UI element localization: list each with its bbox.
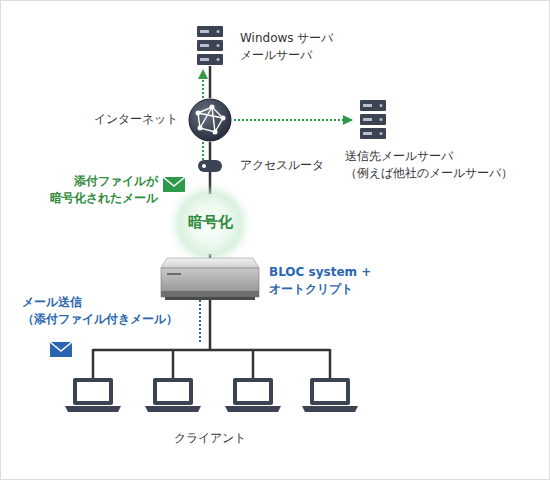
connector bbox=[209, 254, 212, 258]
text-label: アクセスルータ bbox=[240, 157, 340, 174]
server-icon bbox=[360, 100, 386, 140]
send-path bbox=[199, 300, 201, 344]
globe-part bbox=[198, 107, 223, 132]
laptop-icon bbox=[145, 378, 201, 412]
router-icon bbox=[198, 160, 222, 172]
server-node: 送信先メールサーバ （例えば他社のメールサーバ） bbox=[360, 100, 386, 140]
envelope-flap bbox=[163, 177, 185, 186]
server-part bbox=[197, 54, 223, 65]
laptop-screen bbox=[233, 378, 273, 405]
device-part bbox=[161, 291, 259, 297]
server-part bbox=[363, 104, 372, 107]
server-part bbox=[360, 114, 386, 125]
laptop-display bbox=[77, 382, 109, 401]
server-icon bbox=[197, 26, 223, 66]
laptop-icon bbox=[65, 378, 121, 412]
server-part bbox=[380, 132, 383, 135]
server-part bbox=[197, 26, 223, 37]
lan-bus bbox=[93, 349, 330, 352]
text-label: BLOC system + オートクリプト bbox=[269, 264, 379, 298]
server-part bbox=[217, 58, 220, 61]
globe-node: インターネット bbox=[188, 98, 232, 142]
device-icon bbox=[161, 258, 259, 300]
laptop-icon bbox=[225, 378, 281, 412]
connector bbox=[234, 119, 352, 121]
lan-wire bbox=[92, 349, 95, 378]
connector bbox=[209, 172, 212, 194]
server-part bbox=[380, 104, 383, 107]
server-part bbox=[363, 132, 372, 135]
lan-wire bbox=[252, 349, 255, 378]
laptop-icon bbox=[302, 378, 358, 412]
text-label: 暗号化 bbox=[180, 214, 240, 231]
server-part bbox=[200, 30, 209, 33]
laptop-base bbox=[145, 406, 201, 412]
server-part bbox=[200, 44, 209, 47]
lan-wire bbox=[172, 349, 175, 378]
text-label: 添付ファイルが 暗号化されたメール bbox=[40, 173, 158, 207]
globe-part bbox=[213, 130, 218, 135]
laptop-display bbox=[157, 382, 189, 401]
router-part bbox=[198, 160, 222, 172]
lan-wire bbox=[209, 300, 212, 350]
globe-part bbox=[198, 126, 203, 131]
laptop-screen bbox=[310, 378, 350, 405]
globe-part bbox=[189, 99, 231, 141]
server-node: Windows サーバ メールサーバ bbox=[197, 26, 223, 66]
device-node: BLOC system + オートクリプト bbox=[161, 258, 259, 300]
server-part bbox=[360, 100, 386, 111]
connector bbox=[202, 142, 204, 160]
envelope-body bbox=[50, 342, 72, 357]
encryption-circle: 暗号化 bbox=[180, 194, 240, 254]
envelope-flap bbox=[50, 342, 72, 351]
mail-envelope bbox=[50, 342, 72, 357]
text-label: メール送信 （添付ファイル付きメール） bbox=[22, 294, 197, 328]
device-part bbox=[165, 297, 255, 300]
server-part bbox=[360, 128, 386, 139]
globe-part bbox=[196, 111, 201, 116]
device-part bbox=[161, 268, 259, 297]
text-label: 送信先メールサーバ （例えば他社のメールサーバ） bbox=[345, 148, 530, 182]
laptop-screen bbox=[73, 378, 113, 405]
connector bbox=[209, 142, 212, 160]
laptop-base bbox=[302, 406, 358, 412]
device-part bbox=[167, 273, 181, 275]
server-part bbox=[217, 44, 220, 47]
encrypted-mail-envelope bbox=[163, 177, 185, 192]
laptop-display bbox=[314, 382, 346, 401]
lan-wire bbox=[329, 349, 332, 378]
laptop-screen bbox=[153, 378, 193, 405]
laptop-base bbox=[65, 406, 121, 412]
connector bbox=[209, 66, 212, 98]
server-part bbox=[197, 40, 223, 51]
router-part bbox=[202, 164, 206, 168]
router-node: アクセスルータ bbox=[198, 160, 222, 172]
globe-part bbox=[221, 116, 226, 121]
server-part bbox=[380, 118, 383, 121]
envelope-body bbox=[163, 177, 185, 192]
server-part bbox=[200, 58, 209, 61]
laptop-base bbox=[225, 406, 281, 412]
connector bbox=[202, 70, 204, 98]
server-part bbox=[217, 30, 220, 33]
server-part bbox=[363, 118, 372, 121]
text-label: クライアント bbox=[160, 430, 260, 447]
laptop-display bbox=[237, 382, 269, 401]
globe-part bbox=[210, 105, 215, 110]
device-part bbox=[161, 258, 259, 268]
text-label: インターネット bbox=[78, 111, 178, 128]
text-label: Windows サーバ メールサーバ bbox=[240, 30, 350, 64]
globe-icon bbox=[188, 98, 232, 142]
